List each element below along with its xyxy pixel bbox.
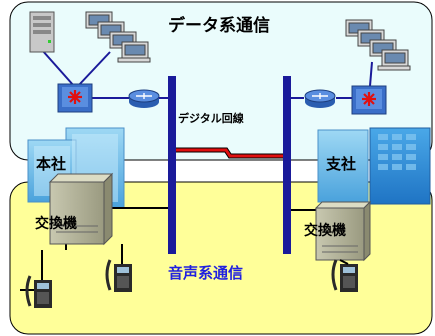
computer-icon (85, 11, 151, 63)
data-network-label: データ系通信 (168, 16, 270, 36)
voice-network-label: 音声系通信 (168, 264, 244, 282)
pbx-icon-right (314, 200, 372, 262)
pbx-left-label: 交換機 (35, 216, 77, 232)
phone-icon-1 (25, 275, 52, 308)
pbx-right-label: 交換機 (304, 223, 346, 239)
headquarters-label: 本社 (36, 155, 67, 173)
digital-line-label: デジタル回線 (178, 112, 244, 125)
phone-links (41, 244, 349, 280)
switch-icon-right (351, 85, 387, 115)
trunk-left (168, 76, 176, 254)
trunk-right (283, 76, 291, 254)
phone-icon-3 (331, 259, 358, 292)
server-icon (29, 11, 55, 53)
computer-icon-right (345, 19, 411, 71)
digital-line (172, 147, 284, 159)
router-icon-left (128, 89, 160, 108)
pbx-icon-left (48, 172, 114, 246)
branch-label: 支社 (326, 155, 357, 173)
switch-icon-left (57, 83, 93, 113)
phone-icon-2 (105, 259, 132, 292)
router-icon-right (304, 89, 336, 108)
data-links (41, 49, 373, 99)
branch-building-icon (317, 127, 431, 205)
